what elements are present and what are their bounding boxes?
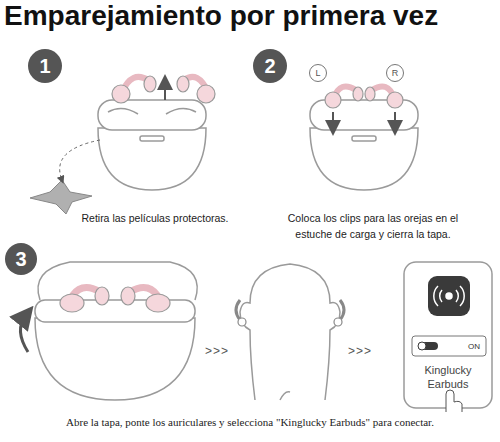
side-marker: R: [386, 64, 404, 82]
step-number-circle: 3: [5, 243, 37, 275]
chevrons: >>>: [200, 342, 234, 361]
node-text: L: [315, 68, 320, 78]
charging-case: [98, 100, 206, 190]
node-text: R: [392, 68, 399, 78]
toggle-label: ON: [444, 337, 484, 355]
node-text: Kinglucky Earbuds: [407, 363, 489, 392]
phone: [404, 262, 492, 408]
step-caption: Coloca los clips para las orejas en el e…: [278, 210, 468, 243]
title: Emparejamiento por primera vez: [4, 0, 438, 32]
finger: [446, 390, 462, 412]
dashed-arrow: [60, 140, 100, 180]
earbuds: [60, 287, 170, 312]
bluetooth-icon: [428, 276, 470, 316]
side-marker: L: [309, 64, 327, 82]
device-name: Kinglucky Earbuds: [407, 362, 489, 392]
protective-film: [30, 180, 92, 214]
open-arrow: [20, 315, 28, 352]
step-caption: Abre la tapa, ponte los auriculares y se…: [4, 414, 496, 431]
step-caption: Retira las películas protectoras.: [70, 210, 240, 226]
toggle-switch: [418, 342, 438, 350]
step-number-circle: 2: [253, 49, 287, 83]
node-text: 3: [15, 248, 26, 271]
chevrons: >>>: [343, 342, 377, 361]
toggle-knob: [418, 342, 426, 350]
open-case: [35, 262, 197, 400]
earbuds: [325, 86, 403, 108]
down-arrow: [394, 112, 396, 128]
step-number-circle: 1: [28, 49, 62, 83]
charging-case: [310, 100, 418, 190]
down-arrow: [332, 112, 334, 128]
toggle-row: [412, 336, 486, 356]
head: [240, 264, 340, 400]
worn-earbuds: [236, 300, 344, 326]
node-text: ON: [468, 342, 480, 351]
wireless-symbol: [434, 286, 464, 306]
lift-arrow: [164, 82, 166, 100]
node-text: 2: [264, 55, 275, 78]
node-text: 1: [39, 55, 50, 78]
earbuds: [112, 76, 215, 103]
